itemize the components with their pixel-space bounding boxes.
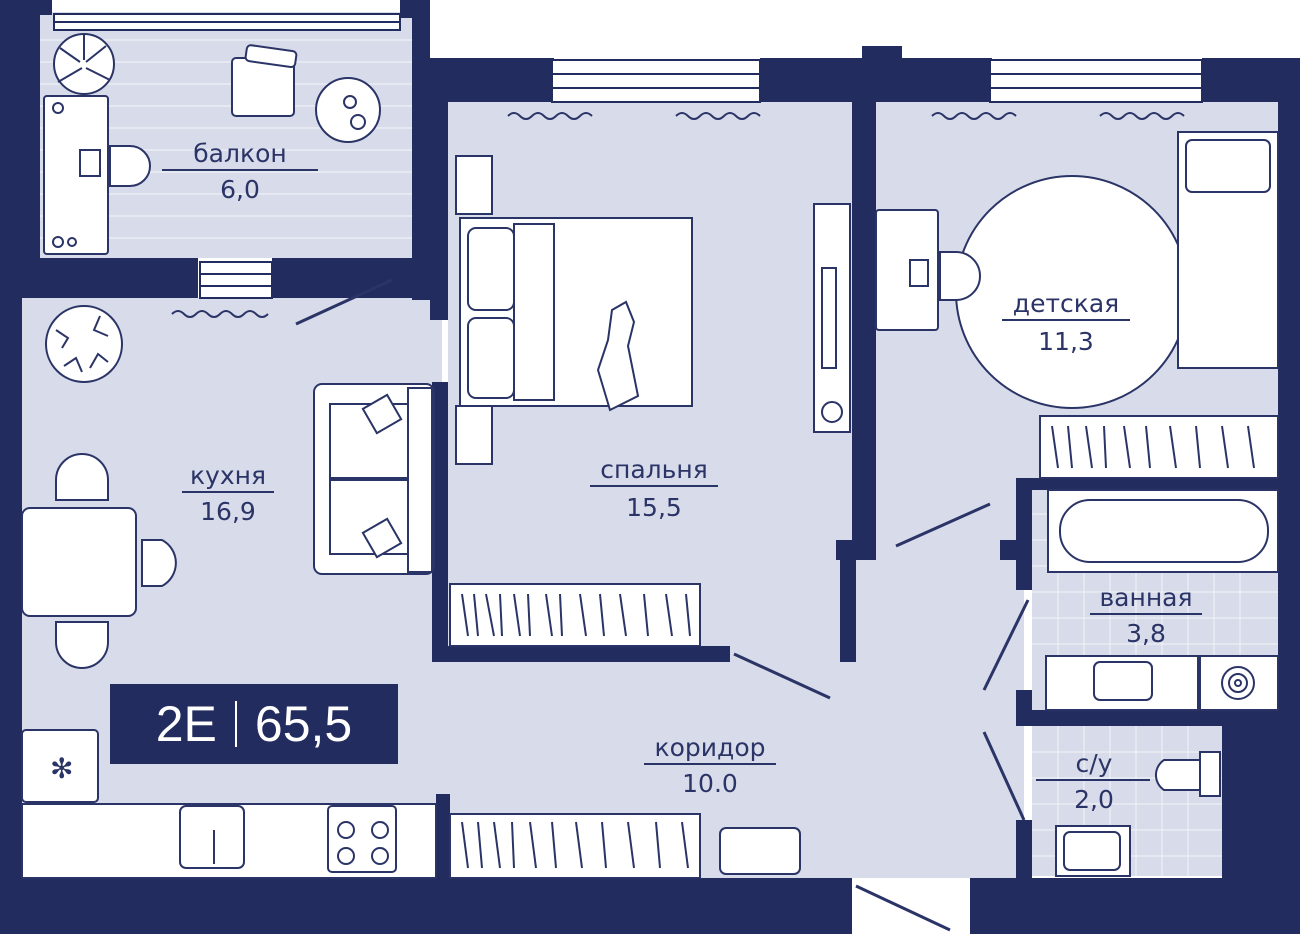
bedroom-label: спальня <box>600 455 708 484</box>
kids-window <box>989 59 1203 103</box>
fridge-icon <box>21 729 99 803</box>
desk-icon <box>43 95 109 255</box>
wc-label: с/у <box>1076 749 1113 778</box>
nightstand-icon <box>455 155 493 215</box>
clothes-icon <box>596 300 640 412</box>
snowflake-icon: ✻ <box>50 753 73 784</box>
kids-wardrobe-hangers <box>1051 425 1255 469</box>
kids-area: 11,3 <box>1038 327 1094 356</box>
table-icon <box>315 77 381 143</box>
toilet-icon <box>1155 751 1221 797</box>
apartment-badge: 2E 65,5 <box>110 684 398 764</box>
balcony-furniture <box>43 33 381 255</box>
balcony-area: 6,0 <box>220 175 260 204</box>
bath-furniture <box>1045 489 1279 877</box>
kitchen-furniture: ✻ <box>21 305 437 879</box>
doors <box>295 278 1030 932</box>
kids-furniture <box>875 131 1279 479</box>
kids-label: детская <box>1013 289 1119 318</box>
wardrobe-icon <box>1039 415 1279 479</box>
bedroom-furniture <box>449 155 851 647</box>
sofa-icon <box>313 383 435 575</box>
sink-icon <box>179 805 245 869</box>
kitchen-window <box>199 261 273 299</box>
corridor-floor <box>442 478 1024 878</box>
chair-icon <box>141 539 177 587</box>
wardrobe-icon <box>449 813 701 879</box>
desk-icon <box>875 209 939 331</box>
bedroom-area: 15,5 <box>626 493 682 522</box>
nightstand-icon <box>455 405 493 465</box>
corridor-wardrobe-hangers <box>461 821 689 869</box>
wc-area: 2,0 <box>1074 785 1114 814</box>
bathroom-label: ванная <box>1099 583 1192 612</box>
apartment-total-area: 65,5 <box>254 696 353 752</box>
shoe-rack-icon <box>719 827 801 875</box>
badge-separator <box>234 701 237 747</box>
corridor-label: коридор <box>655 733 766 762</box>
dining-table-icon <box>21 507 137 617</box>
bedroom-window <box>551 59 761 103</box>
room-labels: балкон 6,0 кухня 16,9 спальня 15,5 детск… <box>162 139 1202 814</box>
apartment-type: 2E <box>155 696 217 752</box>
wardrobe-icon <box>449 583 701 647</box>
kitchen-area: 16,9 <box>200 497 256 526</box>
bathroom-area: 3,8 <box>1126 619 1166 648</box>
radiators <box>171 112 1185 318</box>
chair-icon <box>109 145 151 187</box>
chair-icon <box>55 453 109 501</box>
bedroom-wardrobe-hangers <box>461 593 691 637</box>
chair-icon <box>55 621 109 669</box>
plant-icon <box>53 33 115 95</box>
corridor-area: 10.0 <box>682 769 738 798</box>
chair-icon <box>939 251 981 301</box>
plant-icon <box>45 305 123 383</box>
kitchen-label: кухня <box>190 461 266 490</box>
balcony-label: балкон <box>193 139 286 168</box>
